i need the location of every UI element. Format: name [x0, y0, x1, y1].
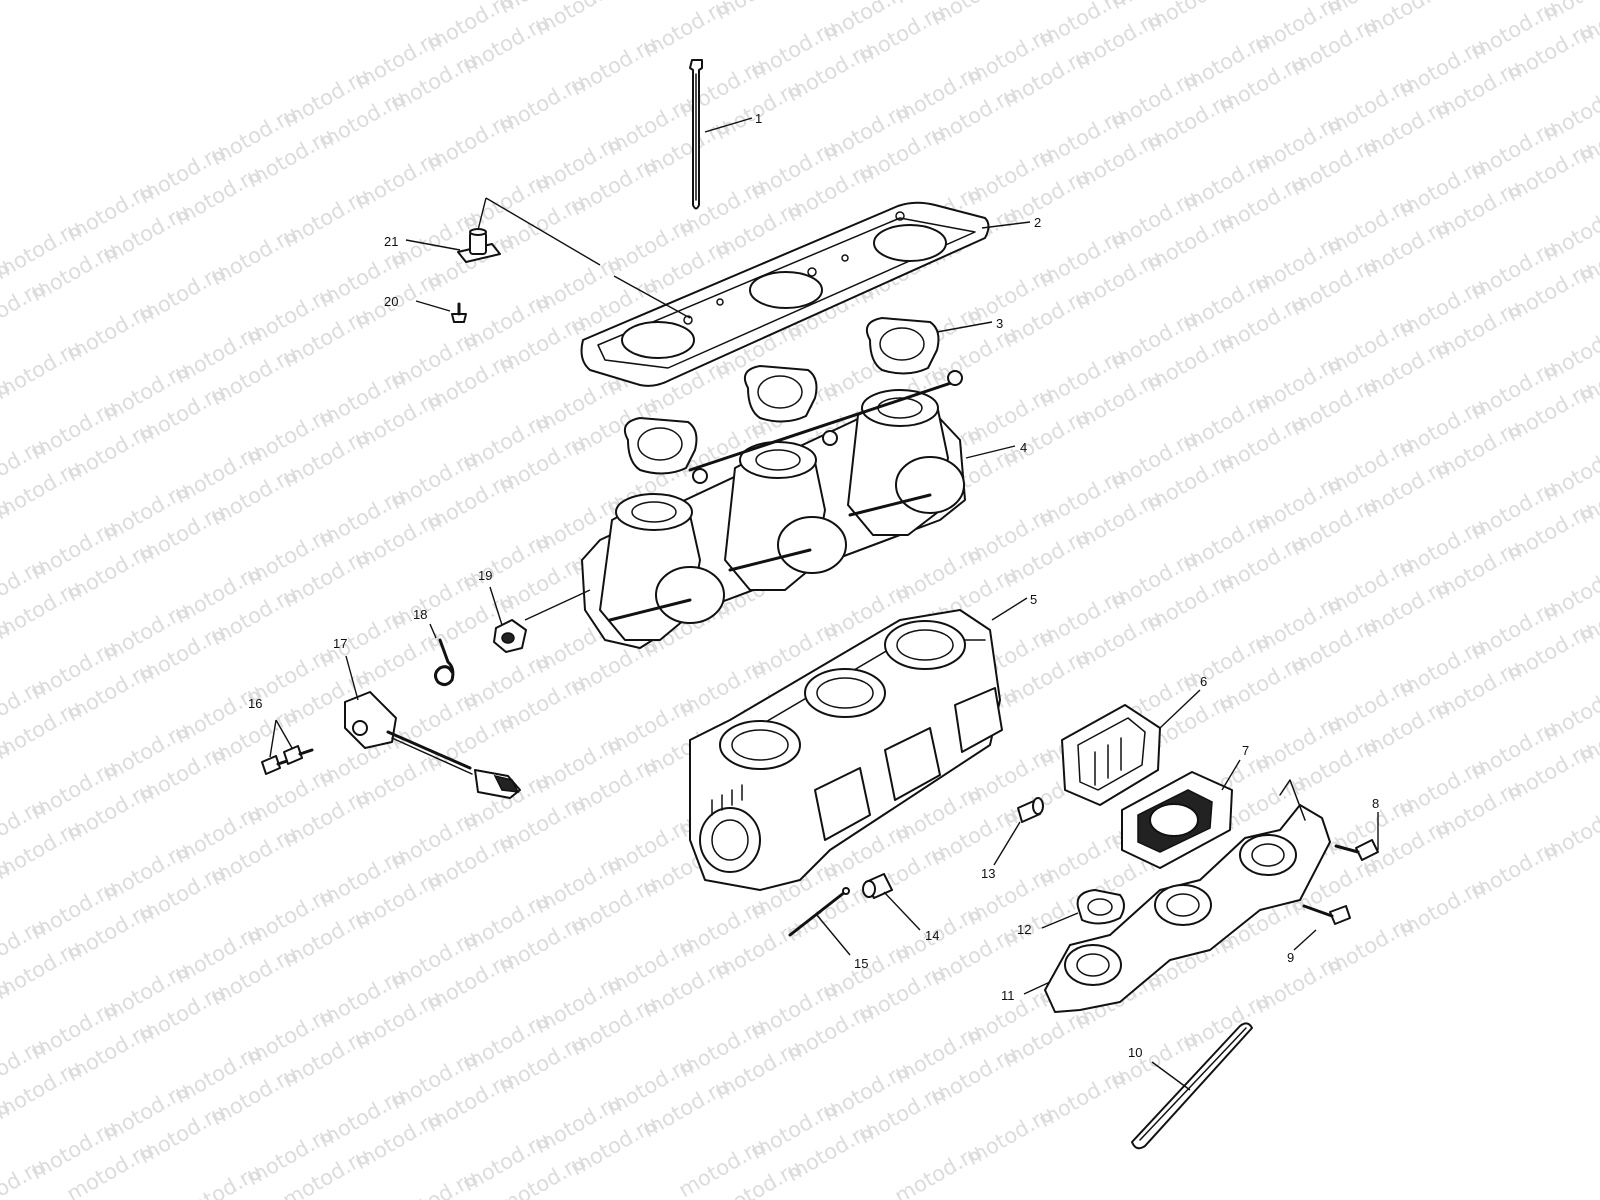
- callout-15: 15: [854, 956, 868, 971]
- callout-7: 7: [1242, 743, 1249, 758]
- part-1-long-bolt: [689, 59, 703, 210]
- part-14-dowel: [862, 873, 893, 899]
- part-13-plug: [1017, 797, 1044, 823]
- callout-4: 4: [1020, 440, 1027, 455]
- callout-10: 10: [1128, 1045, 1142, 1060]
- callout-19: 19: [478, 568, 492, 583]
- part-3-flange-gaskets: [624, 317, 940, 475]
- part-15-pin: [788, 887, 850, 937]
- callout-16: 16: [248, 696, 262, 711]
- callout-13: 13: [981, 866, 995, 881]
- callout-6: 6: [1200, 674, 1207, 689]
- callout-9: 9: [1287, 950, 1294, 965]
- part-2-cover-plate: [580, 201, 990, 387]
- part-19-fitting: [493, 619, 527, 653]
- callout-1: 1: [755, 111, 762, 126]
- callout-21: 21: [384, 234, 398, 249]
- callout-18: 18: [413, 607, 427, 622]
- callout-20: 20: [384, 294, 398, 309]
- callout-8: 8: [1372, 796, 1379, 811]
- callout-5: 5: [1030, 592, 1037, 607]
- part-4-carburetor-assembly: [581, 370, 966, 649]
- part-7-spacer: [1121, 771, 1233, 869]
- part-6-reed-valve: [1061, 704, 1161, 806]
- callout-12: 12: [1017, 922, 1031, 937]
- leader-lines: [269, 117, 1379, 1091]
- part-10-strap: [1131, 1022, 1253, 1150]
- part-5-cylinder-block: [689, 609, 1003, 891]
- part-12-manifold-gasket: [1076, 889, 1125, 925]
- callout-17: 17: [333, 636, 347, 651]
- part-18-spring: [433, 638, 455, 687]
- part-8-screw: [1334, 839, 1379, 861]
- part-16-screws: [261, 745, 314, 775]
- callout-3: 3: [996, 316, 1003, 331]
- part-17-sensor-harness: [344, 691, 521, 799]
- part-9-screw: [1302, 904, 1351, 925]
- callout-labels: 1 2 3 4 5 6 7 8 9 10 11 12 13 14 15 16 1…: [248, 111, 1379, 1060]
- callout-14: 14: [925, 928, 939, 943]
- callout-2: 2: [1034, 215, 1041, 230]
- part-21-sender: [457, 228, 501, 263]
- part-20-small-bolt: [451, 302, 467, 323]
- part-11-intake-manifold: [1044, 779, 1331, 1013]
- callout-11: 11: [1001, 988, 1015, 1003]
